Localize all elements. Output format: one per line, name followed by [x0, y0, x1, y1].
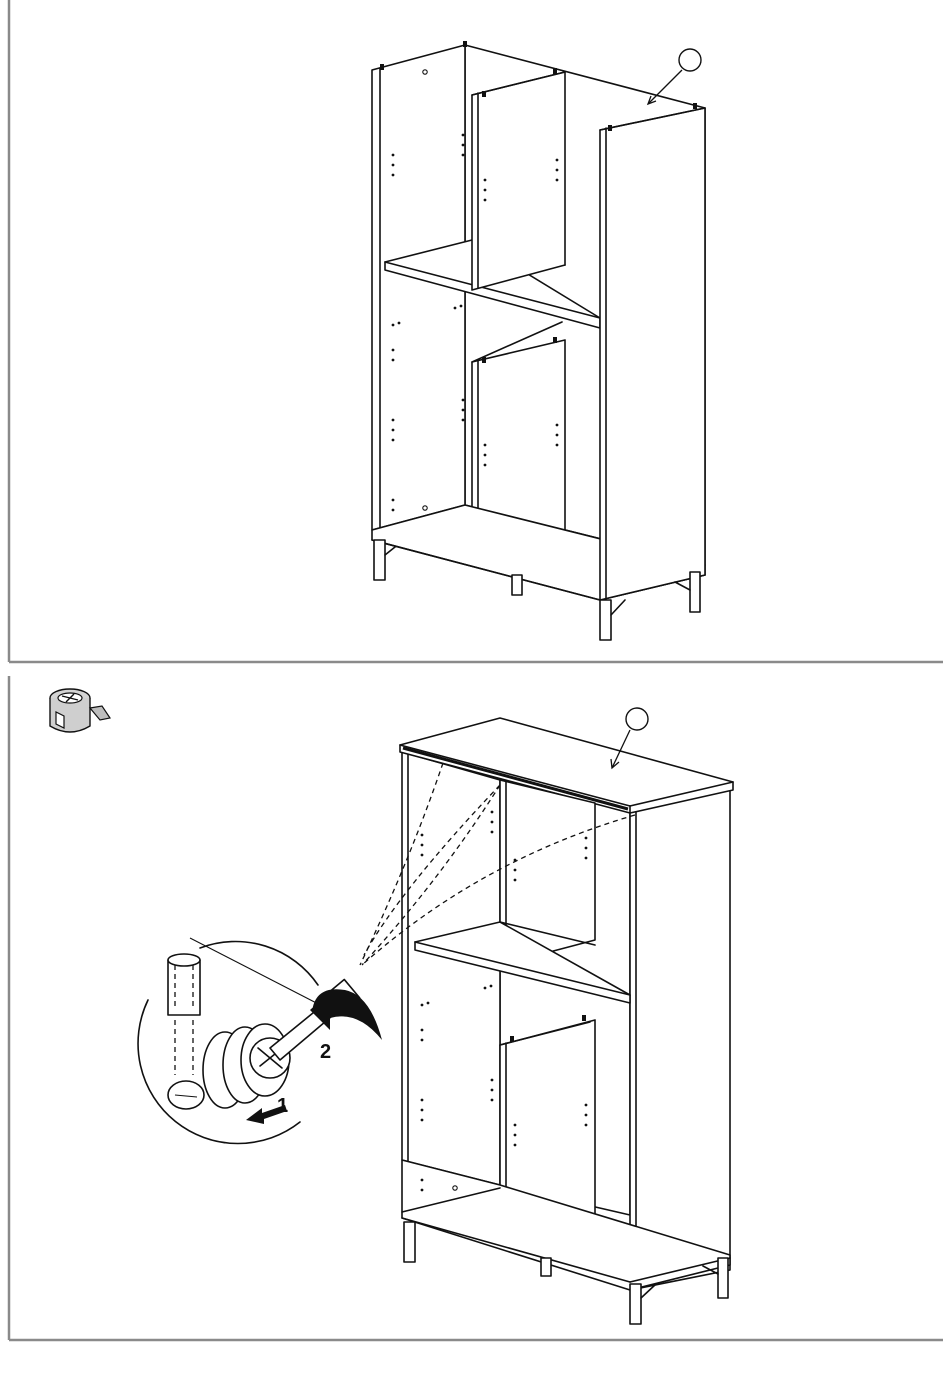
cam-lock-detail-inset: 2 1	[138, 938, 382, 1144]
right-side-panel	[600, 108, 705, 600]
rotation-arrow-icon	[310, 989, 382, 1040]
step-bottom-attach-top-panel: 2 1	[50, 689, 733, 1324]
cam-lock-fitting-icon	[50, 689, 110, 732]
right-side-panel	[630, 785, 730, 1290]
dowel-screw	[168, 954, 204, 1109]
left-side-panel	[402, 752, 500, 1185]
step-top-cabinet-carcass	[372, 41, 705, 640]
step-number-1: 1	[277, 1095, 288, 1117]
part-callout	[648, 49, 701, 104]
step-number-2: 2	[320, 1041, 331, 1063]
